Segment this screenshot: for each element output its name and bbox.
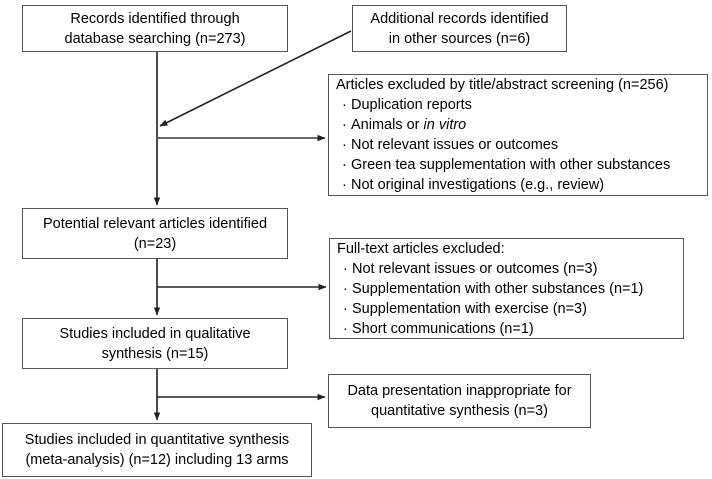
bullet-glyph: · xyxy=(342,137,347,153)
data-presentation-line2: quantitative synthesis (n=3) xyxy=(371,403,548,419)
title-abstract-excluded-heading: Articles excluded by title/abstract scre… xyxy=(336,77,669,93)
box-fulltext-excluded: Full-text articles excluded: ·Not releva… xyxy=(329,238,684,339)
qualitative-synthesis-line1: Studies included in qualitative xyxy=(59,325,251,342)
qualitative-synthesis-line2: synthesis (n=15) xyxy=(101,345,209,362)
quantitative-synthesis-line2: (meta-analysis) (n=12) including 13 arms xyxy=(25,452,289,468)
item-text: Not original investigations (e.g., revie… xyxy=(351,177,605,193)
bullet-glyph: · xyxy=(343,280,348,297)
box-qualitative-synthesis: Studies included in qualitative synthesi… xyxy=(22,318,288,369)
bullet-glyph: · xyxy=(343,260,348,277)
additional-records-line2: in other sources (n=6) xyxy=(388,30,531,47)
item-text: Supplementation with exercise (n=3) xyxy=(352,300,587,317)
italic-in-vitro: in vitro xyxy=(423,117,467,133)
title-abstract-excluded-item-2: ·Not relevant issues or outcomes xyxy=(336,135,558,155)
box-records-identified: Records identified through database sear… xyxy=(22,5,288,52)
potential-relevant-line2: (n=23) xyxy=(133,235,177,252)
bullet-glyph: · xyxy=(343,300,348,317)
fulltext-excluded-item-0: ·Not relevant issues or outcomes (n=3) xyxy=(337,259,597,279)
additional-records-line1: Additional records identified xyxy=(370,10,549,27)
item-text: Not relevant issues or outcomes (n=3) xyxy=(352,260,598,277)
title-abstract-excluded-item-4: ·Not original investigations (e.g., revi… xyxy=(336,175,604,195)
bullet-glyph: · xyxy=(342,117,347,133)
box-quantitative-synthesis: Studies included in quantitative synthes… xyxy=(2,423,312,477)
bullet-glyph: · xyxy=(342,97,347,113)
records-identified-line1: Records identified through xyxy=(70,10,240,27)
fulltext-excluded-item-3: ·Short communications (n=1) xyxy=(337,319,534,339)
fulltext-excluded-item-2: ·Supplementation with exercise (n=3) xyxy=(337,299,587,319)
item-text: Animals or in vitro xyxy=(351,117,467,133)
item-text: Green tea supplementation with other sub… xyxy=(351,157,671,173)
bullet-glyph: · xyxy=(342,157,347,173)
item-text: Duplication reports xyxy=(351,97,472,113)
title-abstract-excluded-item-3: ·Green tea supplementation with other su… xyxy=(336,155,670,175)
box-title-abstract-excluded: Articles excluded by title/abstract scre… xyxy=(328,74,708,196)
data-presentation-line1: Data presentation inappropriate for xyxy=(347,383,572,399)
records-identified-line2: database searching (n=273) xyxy=(64,30,246,47)
item-text: Short communications (n=1) xyxy=(352,320,534,337)
fulltext-excluded-item-1: ·Supplementation with other substances (… xyxy=(337,279,643,299)
quantitative-synthesis-line1: Studies included in quantitative synthes… xyxy=(24,432,290,448)
item-text: Not relevant issues or outcomes xyxy=(351,137,559,153)
box-data-presentation-inappropriate: Data presentation inappropriate for quan… xyxy=(328,374,591,428)
bullet-glyph: · xyxy=(342,177,347,193)
arrow-additional-to-trunk xyxy=(159,30,352,127)
title-abstract-excluded-item-0: ·Duplication reports xyxy=(336,95,472,115)
box-additional-records: Additional records identified in other s… xyxy=(352,5,567,52)
title-abstract-excluded-item-1: ·Animals or in vitro xyxy=(336,115,466,135)
fulltext-excluded-heading: Full-text articles excluded: xyxy=(337,240,505,257)
potential-relevant-line1: Potential relevant articles identified xyxy=(42,215,268,232)
bullet-glyph: · xyxy=(343,320,348,337)
box-potential-relevant: Potential relevant articles identified (… xyxy=(22,208,288,259)
item-text: Supplementation with other substances (n… xyxy=(352,280,644,297)
